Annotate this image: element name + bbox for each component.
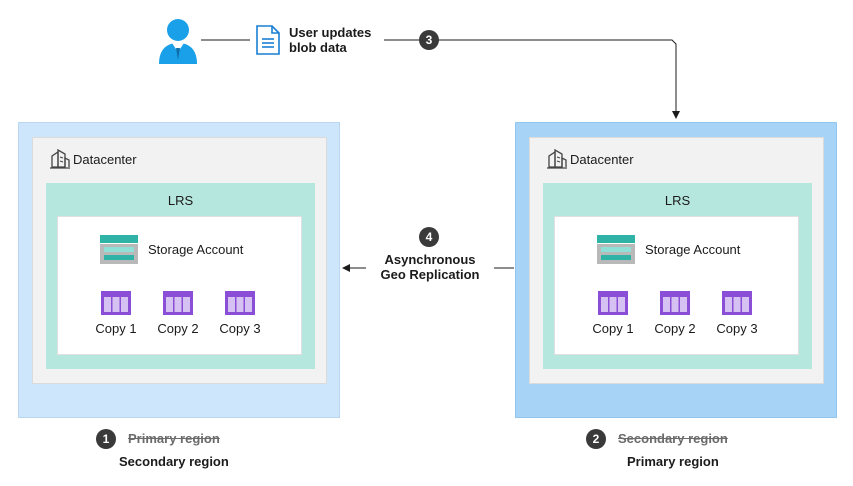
copy-item: Copy 1: [588, 291, 638, 336]
storage-account-icon: [100, 235, 138, 264]
left-region-panel: Datacenter LRS Storage Account: [18, 122, 340, 418]
storage-copy-icon: [722, 291, 752, 315]
left-region-label: Secondary region: [119, 454, 229, 469]
datacenter-title: Datacenter: [570, 152, 634, 167]
copy-label: Copy 2: [157, 321, 199, 336]
update-arrow: [384, 39, 680, 119]
datacenter-icon: [50, 148, 70, 169]
lrs-title: LRS: [664, 193, 691, 208]
copy-item: Copy 1: [91, 291, 141, 336]
right-region-panel: Datacenter LRS Storage Account: [515, 122, 837, 418]
copy-item: Copy 3: [215, 291, 265, 336]
user-update-line1: User updates: [289, 25, 372, 40]
user-update-note: User updates blob data: [289, 25, 371, 55]
right-lrs-block: LRS Storage Account Copy 1: [543, 183, 812, 369]
step-2-badge: 2: [586, 429, 606, 449]
left-datacenter: Datacenter LRS Storage Account: [32, 137, 327, 384]
copy-item: Copy 3: [712, 291, 762, 336]
right-region-label: Primary region: [627, 454, 719, 469]
right-struck-region-label: Secondary region: [618, 431, 728, 446]
storage-copy-icon: [225, 291, 255, 315]
step-1-badge: 1: [96, 429, 116, 449]
replication-line1: Asynchronous: [384, 252, 476, 267]
document-icon: [256, 25, 280, 55]
storage-copy-icon: [101, 291, 131, 315]
storage-copy-icon: [660, 291, 690, 315]
right-datacenter: Datacenter LRS Storage Account: [529, 137, 824, 384]
storage-copy-icon: [598, 291, 628, 315]
datacenter-title: Datacenter: [73, 152, 137, 167]
lrs-title: LRS: [167, 193, 194, 208]
storage-account-label: Storage Account: [148, 242, 244, 257]
storage-copy-icon: [163, 291, 193, 315]
left-lrs-block: LRS Storage Account Copy 1: [46, 183, 315, 369]
replication-note: Asynchronous Geo Replication: [368, 252, 492, 282]
step-4-badge: 4: [419, 227, 439, 247]
copy-label: Copy 1: [95, 321, 137, 336]
copy-label: Copy 3: [716, 321, 758, 336]
copy-label: Copy 3: [219, 321, 261, 336]
copy-label: Copy 2: [654, 321, 696, 336]
replication-line2: Geo Replication: [380, 267, 480, 282]
left-storage-group: Storage Account Copy 1: [58, 217, 301, 354]
step-3-badge: 3: [419, 30, 439, 50]
copy-item: Copy 2: [153, 291, 203, 336]
datacenter-icon: [547, 148, 567, 169]
user-update-line2: blob data: [289, 40, 347, 55]
storage-account-icon: [597, 235, 635, 264]
left-struck-region-label: Primary region: [128, 431, 220, 446]
copy-label: Copy 1: [592, 321, 634, 336]
storage-account-label: Storage Account: [645, 242, 741, 257]
right-storage-group: Storage Account Copy 1: [555, 217, 798, 354]
copy-item: Copy 2: [650, 291, 700, 336]
user-icon: [159, 19, 197, 64]
